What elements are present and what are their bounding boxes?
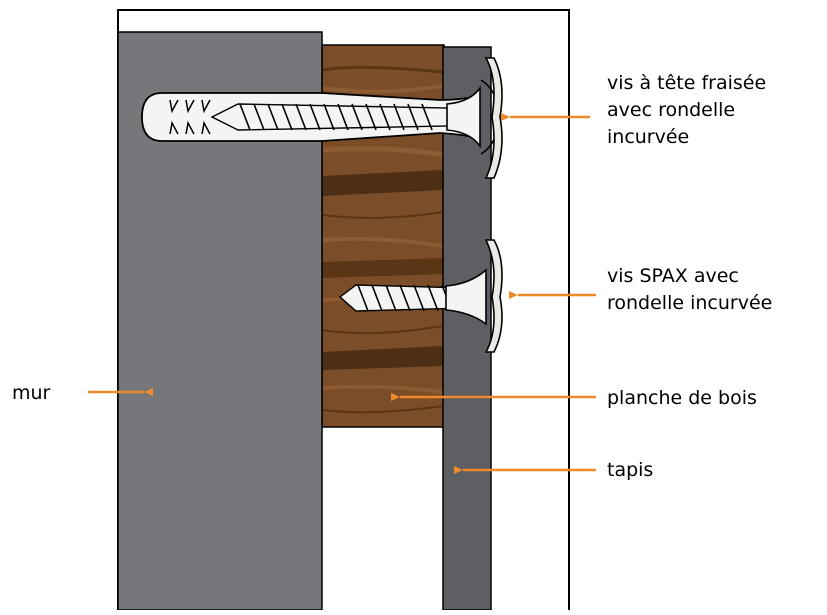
label-carpet-text: tapis (607, 459, 654, 481)
label-countersunk-screw-line1: vis à tête fraisée (607, 72, 767, 94)
label-wall: mur (12, 380, 50, 407)
spax-screw (338, 239, 503, 353)
countersunk-screw (141, 57, 503, 179)
label-countersunk-screw: vis à tête fraisée avec rondelle incurvé… (607, 70, 766, 151)
label-spax-screw: vis SPAX avec rondelle incurvée (607, 263, 772, 317)
label-countersunk-screw-line2: avec rondelle (607, 99, 736, 121)
label-wall-text: mur (12, 382, 51, 404)
label-wood-board-text: planche de bois (607, 387, 757, 409)
label-spax-screw-line2: rondelle incurvée (607, 292, 773, 314)
label-wood-board: planche de bois (607, 385, 757, 412)
label-spax-screw-line1: vis SPAX avec (607, 265, 739, 287)
label-carpet: tapis (607, 457, 653, 484)
label-countersunk-screw-line3: incurvée (607, 126, 690, 148)
